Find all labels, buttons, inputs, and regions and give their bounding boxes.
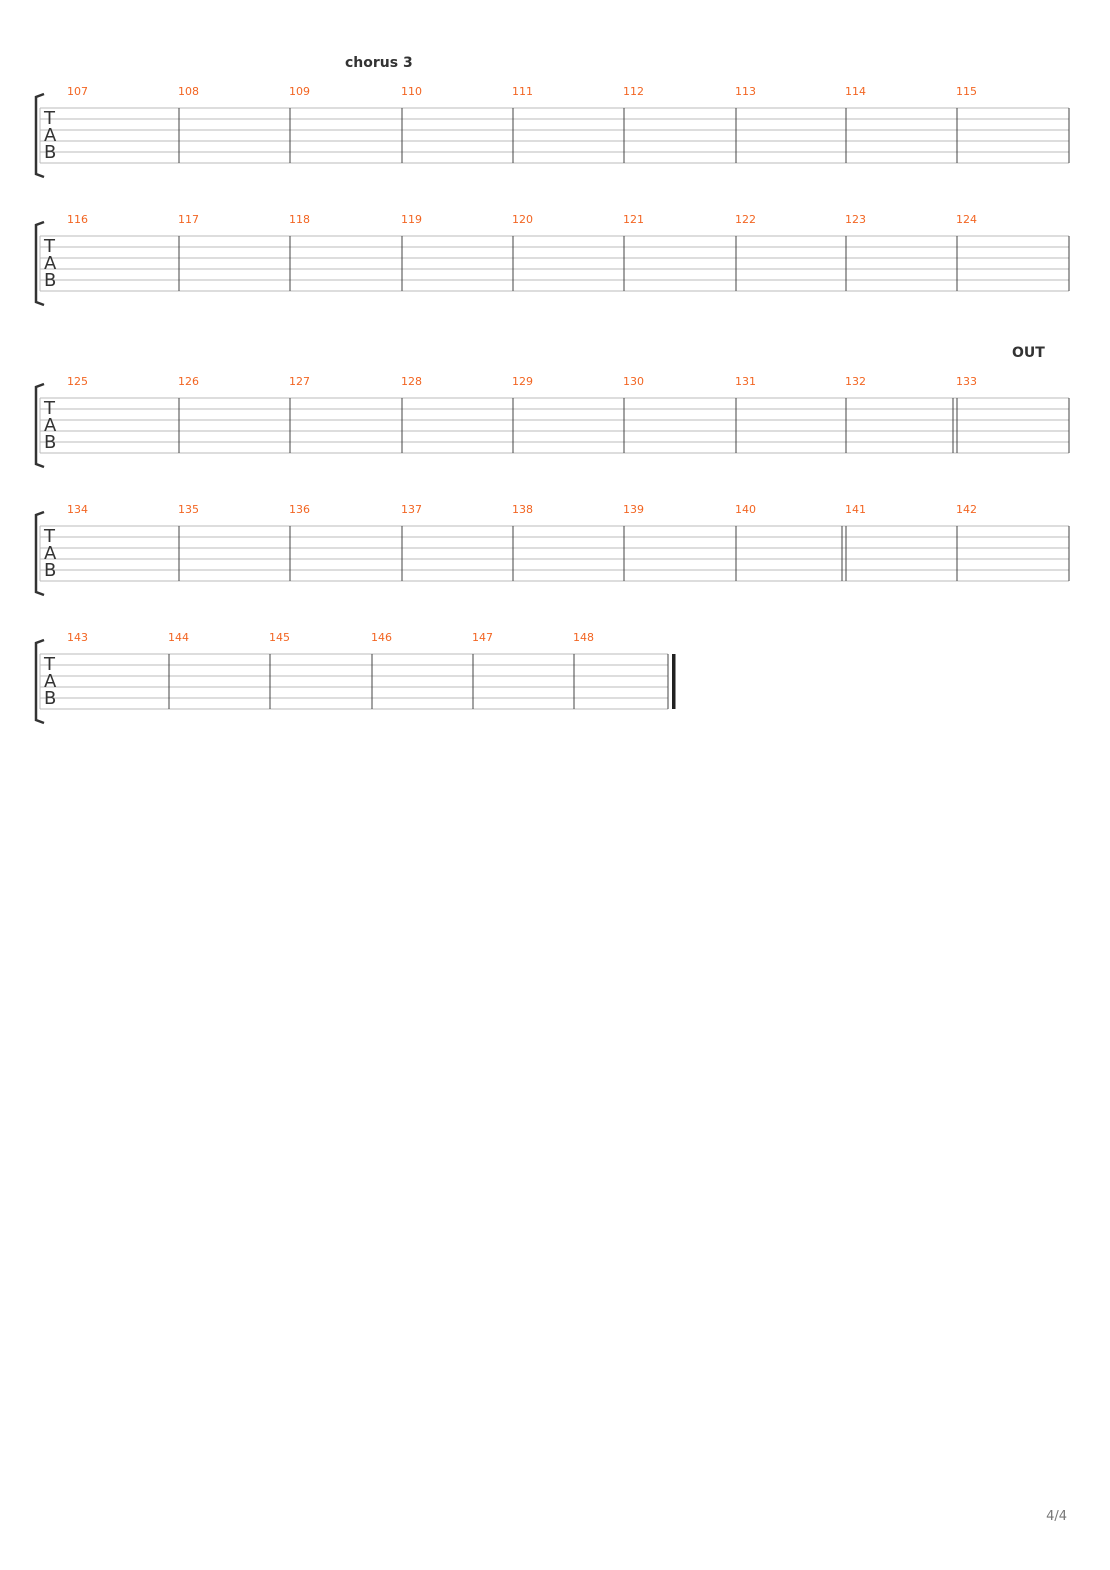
- tab-clef-t: T: [43, 526, 56, 547]
- measure-number: 143: [67, 631, 88, 644]
- measure-number: 132: [845, 375, 866, 388]
- tab-system-4: TAB 134 135 136 137 138 139 140 141 142: [34, 503, 1070, 597]
- tab-clef-t: T: [43, 236, 56, 257]
- measure-number: 128: [401, 375, 422, 388]
- measure-number: 125: [67, 375, 88, 388]
- tab-system-3: OUT TAB 125 126 127 128 129 130 131 132 133: [34, 345, 1070, 469]
- measure-number: 136: [289, 503, 310, 516]
- measure-number: 118: [289, 213, 310, 226]
- measure-number: 145: [269, 631, 290, 644]
- measure-number: 135: [178, 503, 199, 516]
- section-label: OUT: [1012, 345, 1045, 361]
- tab-clef-a: A: [44, 415, 57, 436]
- tab-clef-a: A: [44, 543, 57, 564]
- tab-clef-t: T: [43, 654, 56, 675]
- measure-number: 127: [289, 375, 310, 388]
- measure-number: 110: [401, 85, 422, 98]
- measure-number: 142: [956, 503, 977, 516]
- measure-number: 119: [401, 213, 422, 226]
- tab-clef-t: T: [43, 398, 56, 419]
- measure-number: 138: [512, 503, 533, 516]
- measure-number: 131: [735, 375, 756, 388]
- system-bracket: [34, 638, 45, 725]
- tab-clef-b: B: [44, 560, 56, 581]
- measure-number: 130: [623, 375, 644, 388]
- measure-number: 114: [845, 85, 866, 98]
- measure-number: 115: [956, 85, 977, 98]
- system-bracket: [34, 510, 45, 597]
- measure-number: 147: [472, 631, 493, 644]
- measure-number: 144: [168, 631, 189, 644]
- tab-system-2: TAB 116 117 118 119 120 121 122 123 124: [34, 213, 1070, 307]
- tab-clef-a: A: [44, 671, 57, 692]
- tab-clef-t: T: [43, 108, 56, 129]
- measure-number: 139: [623, 503, 644, 516]
- measure-number: 121: [623, 213, 644, 226]
- tab-clef-b: B: [44, 432, 56, 453]
- measure-number: 134: [67, 503, 88, 516]
- measure-number: 146: [371, 631, 392, 644]
- measure-number: 126: [178, 375, 199, 388]
- measure-number: 123: [845, 213, 866, 226]
- measure-number: 112: [623, 85, 644, 98]
- measure-number: 116: [67, 213, 88, 226]
- system-bracket: [34, 92, 45, 179]
- measure-number: 122: [735, 213, 756, 226]
- measure-number: 108: [178, 85, 199, 98]
- tab-system-1: chorus 3 TAB 107 108 109 110 111 112 113 114 115: [34, 55, 1070, 179]
- measure-number: 148: [573, 631, 594, 644]
- measure-number: 141: [845, 503, 866, 516]
- tab-clef-b: B: [44, 688, 56, 709]
- tab-system-5: TAB 143 144 145 146 147 148: [34, 631, 676, 725]
- measure-number: 107: [67, 85, 88, 98]
- measure-number: 113: [735, 85, 756, 98]
- measure-number: 120: [512, 213, 533, 226]
- measure-number: 124: [956, 213, 977, 226]
- page-number: 4/4: [1046, 1509, 1067, 1524]
- tab-clef-a: A: [44, 253, 57, 274]
- tab-clef-a: A: [44, 125, 57, 146]
- measure-number: 109: [289, 85, 310, 98]
- measure-number: 137: [401, 503, 422, 516]
- measure-number: 133: [956, 375, 977, 388]
- tab-clef-b: B: [44, 142, 56, 163]
- system-bracket: [34, 382, 45, 469]
- section-label: chorus 3: [345, 55, 413, 71]
- measure-number: 129: [512, 375, 533, 388]
- measure-number: 140: [735, 503, 756, 516]
- measure-number: 117: [178, 213, 199, 226]
- tab-clef-b: B: [44, 270, 56, 291]
- final-barline-thick: [672, 654, 676, 709]
- system-bracket: [34, 220, 45, 307]
- measure-number: 111: [512, 85, 533, 98]
